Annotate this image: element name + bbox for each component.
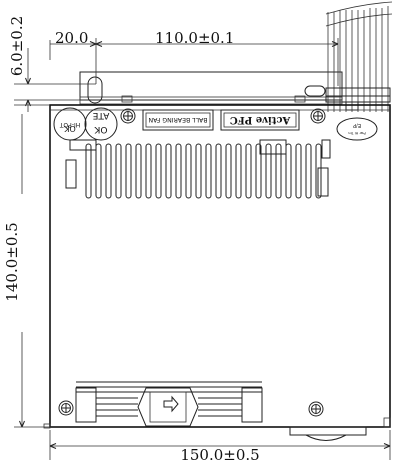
grille-slot: [225, 143, 232, 199]
dim-top-height: 6.0±0.2: [8, 16, 96, 112]
bottom-latch: [43, 417, 391, 441]
component-rect: [317, 167, 329, 197]
grille-slot: [125, 143, 132, 199]
active-pfc-box: Active PFC: [220, 109, 300, 131]
grille-slot: [265, 143, 272, 199]
hipot-ok-badge: HI-POT OK: [53, 107, 87, 141]
ate-ok-label: OK: [93, 124, 107, 134]
hipot-label: HI-POT: [59, 121, 80, 128]
grille-slot: [245, 143, 252, 199]
wire-bundle: [325, 1, 393, 112]
active-pfc-label: Active PFC: [230, 114, 292, 125]
grille-slot: [95, 143, 102, 199]
dim-body-width: 150.0±0.5: [49, 430, 391, 462]
ate-ok-badge: ATE OK: [84, 107, 118, 141]
grille-slot: [295, 143, 302, 199]
component-rect: [65, 159, 77, 189]
grille-slot: [155, 143, 162, 199]
grille-slot: [285, 143, 292, 199]
screw-bottom-right: [308, 401, 324, 417]
grille-slot: [165, 143, 172, 199]
logo-line-2: Pwr Hi Trn: [348, 131, 365, 135]
dim-hole-spacing: 20.0 110.0±0.1: [49, 29, 339, 86]
logo-line-1: E/P: [353, 122, 361, 128]
logo-oval: E/P Pwr Hi Trn: [336, 117, 378, 141]
grille-slot: [235, 143, 242, 199]
grille-slot: [255, 143, 262, 199]
grille-slot: [275, 143, 282, 199]
screw-top-right: [310, 108, 326, 124]
mounting-bracket: [79, 71, 343, 105]
ate-label: ATE: [92, 110, 109, 120]
component-rect: [321, 139, 331, 159]
grille-slot: [105, 143, 112, 199]
fan-label: BALL BEARING FAN: [148, 116, 207, 123]
fan-label-box: BALL BEARING FAN: [142, 109, 214, 131]
grille-slot: [185, 143, 192, 199]
grille-slot: [135, 143, 142, 199]
dim-body-width-label: 150.0±0.5: [180, 446, 259, 462]
component-rect: [259, 139, 287, 155]
grille-slot: [205, 143, 212, 199]
hipot-ok-label: OK: [63, 124, 75, 133]
grille-slot: [305, 143, 312, 199]
mounting-slot-left: [87, 76, 103, 104]
grille-slot: [315, 143, 322, 199]
dim-left-offset-label: 20.0: [55, 29, 88, 47]
grille-slot: [85, 143, 92, 199]
screw-top-left: [120, 108, 136, 124]
grille-slot: [115, 143, 122, 199]
screw-bottom-left: [58, 400, 74, 416]
grille-slot: [175, 143, 182, 199]
arrow-icon: [163, 395, 179, 413]
dim-body-height-label: 140.0±0.5: [3, 222, 21, 301]
mounting-slot-right: [304, 85, 326, 97]
connector-assembly: [75, 381, 263, 427]
grille-slot: [195, 143, 202, 199]
component-rect: [69, 139, 97, 151]
fan-grille: [85, 143, 322, 199]
dim-top-height-label: 6.0±0.2: [8, 16, 26, 76]
dim-hole-spacing-label: 110.0±0.1: [155, 29, 234, 47]
connector-body: [137, 387, 199, 427]
grille-slot: [215, 143, 222, 199]
grille-slot: [145, 143, 152, 199]
psu-body-outline: [49, 104, 391, 428]
dim-body-height: 140.0±0.5: [3, 104, 50, 428]
